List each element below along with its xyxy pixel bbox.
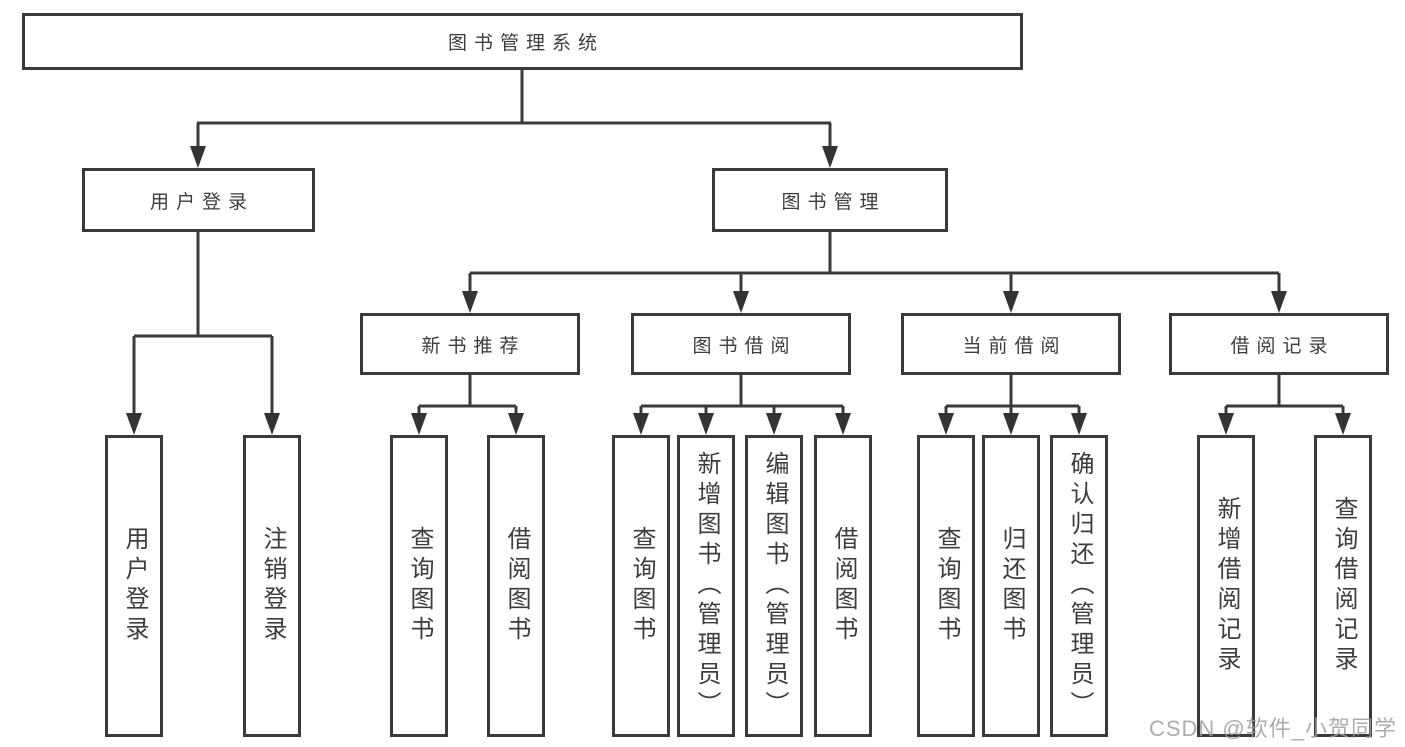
leaf-label: 查询图书 — [406, 526, 433, 646]
leaf-label: 借阅图书 — [830, 526, 857, 646]
leaf-user-login: 用户登录 — [105, 435, 163, 737]
node-label: 图书管理 — [781, 191, 886, 213]
node-label: 当前借阅 — [962, 335, 1067, 357]
node-label: 用户登录 — [149, 191, 254, 213]
node-label: 图书管理系统 — [447, 33, 604, 54]
leaf-label: 注销登录 — [259, 526, 286, 646]
leaf-query-books-1: 查询图书 — [390, 435, 448, 737]
leaf-label: 归还图书 — [998, 526, 1025, 646]
leaf-edit-book-admin: 编辑图书（管理员） — [745, 435, 803, 737]
node-borrowing-records: 借阅记录 — [1169, 313, 1389, 375]
node-current-borrowing: 当前借阅 — [901, 313, 1121, 375]
node-label: 借阅记录 — [1230, 335, 1335, 357]
node-book-management: 图书管理 — [712, 168, 948, 232]
node-user-login: 用户登录 — [82, 168, 315, 232]
leaf-label: 用户登录 — [121, 526, 148, 646]
node-book-borrowing: 图书借阅 — [631, 313, 851, 375]
node-new-book-recommend: 新书推荐 — [360, 313, 580, 375]
leaf-logout: 注销登录 — [243, 435, 301, 737]
leaf-label: 查询图书 — [628, 526, 655, 646]
leaf-label: 查询借阅记录 — [1330, 496, 1357, 676]
leaf-query-borrow-record: 查询借阅记录 — [1314, 435, 1372, 737]
leaf-borrow-books-2: 借阅图书 — [814, 435, 872, 737]
node-label: 图书借阅 — [692, 335, 797, 357]
leaf-query-books-2: 查询图书 — [612, 435, 670, 737]
leaf-label: 新增借阅记录 — [1213, 496, 1240, 676]
node-label: 新书推荐 — [421, 335, 526, 357]
leaf-label: 查询图书 — [933, 526, 960, 646]
watermark: CSDN @软件_小贺同学 — [1148, 716, 1397, 741]
leaf-label: 借阅图书 — [503, 526, 530, 646]
leaf-label: 新增图书（管理员） — [693, 451, 720, 721]
leaf-add-book-admin: 新增图书（管理员） — [677, 435, 735, 737]
leaf-query-books-3: 查询图书 — [917, 435, 975, 737]
leaf-return-book: 归还图书 — [982, 435, 1040, 737]
leaf-label: 编辑图书（管理员） — [761, 451, 788, 721]
node-library-system: 图书管理系统 — [22, 13, 1023, 70]
leaf-borrow-books-1: 借阅图书 — [487, 435, 545, 737]
leaf-label: 确认归还（管理员） — [1066, 451, 1093, 721]
leaf-confirm-return-admin: 确认归还（管理员） — [1050, 435, 1108, 737]
leaf-add-borrow-record: 新增借阅记录 — [1197, 435, 1255, 737]
